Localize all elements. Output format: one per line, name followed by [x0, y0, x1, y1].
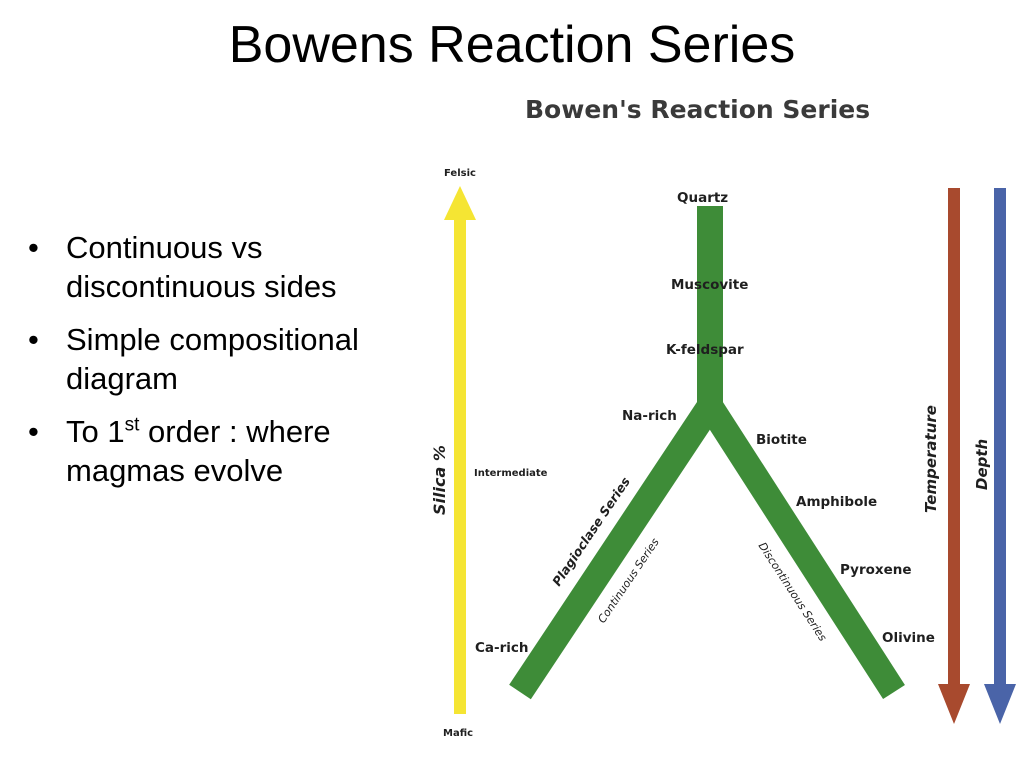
bullet-text: Simple compositional diagram [66, 322, 359, 396]
intermediate-label: Intermediate [474, 468, 548, 479]
mineral-amphibole: Amphibole [796, 494, 878, 510]
felsic-label: Felsic [444, 168, 476, 179]
silica-axis-label: Silica % [430, 445, 449, 515]
temperature-label: Temperature [922, 405, 940, 513]
bullet-symbol: • [28, 230, 39, 265]
slide-title: Bowens Reaction Series [228, 16, 796, 74]
silica-arrow-shaft [454, 216, 466, 714]
bullet-text-start: To 1 [66, 414, 125, 449]
na-rich-label: Na-rich [622, 408, 677, 424]
silica-arrow-head [444, 186, 476, 220]
temperature-arrow-shaft [948, 188, 960, 688]
bullet-item: • Simple compositional diagram [28, 320, 423, 398]
temperature-arrow-head [938, 684, 970, 724]
bowen-diagram: Bowen's Reaction Series Felsic Intermedi… [420, 88, 1024, 768]
depth-label: Depth [973, 438, 991, 490]
bullet-superscript: st [124, 414, 140, 436]
reaction-branch-discontinuous [699, 398, 905, 700]
bullet-text-end: order : where magmas evolve [66, 414, 331, 488]
bullet-text: To 1st order : where magmas evolve [66, 414, 331, 488]
diagram-title: Bowen's Reaction Series [525, 95, 871, 124]
mafic-label: Mafic [443, 728, 474, 739]
ca-rich-label: Ca-rich [475, 640, 529, 656]
bullet-symbol: • [28, 414, 39, 449]
mineral-biotite: Biotite [756, 432, 807, 448]
depth-arrow-shaft [994, 188, 1006, 688]
bullet-symbol: • [28, 322, 39, 357]
mineral-olivine: Olivine [882, 630, 935, 646]
bullet-list: • Continuous vs discontinuous sides • Si… [28, 228, 423, 504]
mineral-muscovite: Muscovite [671, 277, 749, 293]
mineral-pyroxene: Pyroxene [840, 562, 912, 578]
mineral-k-feldspar: K-feldspar [666, 342, 744, 358]
depth-arrow-head [984, 684, 1016, 724]
bullet-item: • Continuous vs discontinuous sides [28, 228, 423, 306]
reaction-stem [697, 206, 723, 414]
diagram-graphics [444, 186, 1016, 724]
bullet-text: Continuous vs discontinuous sides [66, 230, 337, 304]
mineral-quartz: Quartz [677, 190, 729, 206]
reaction-branch-continuous [509, 398, 721, 700]
bullet-item: • To 1st order : where magmas evolve [28, 412, 423, 490]
